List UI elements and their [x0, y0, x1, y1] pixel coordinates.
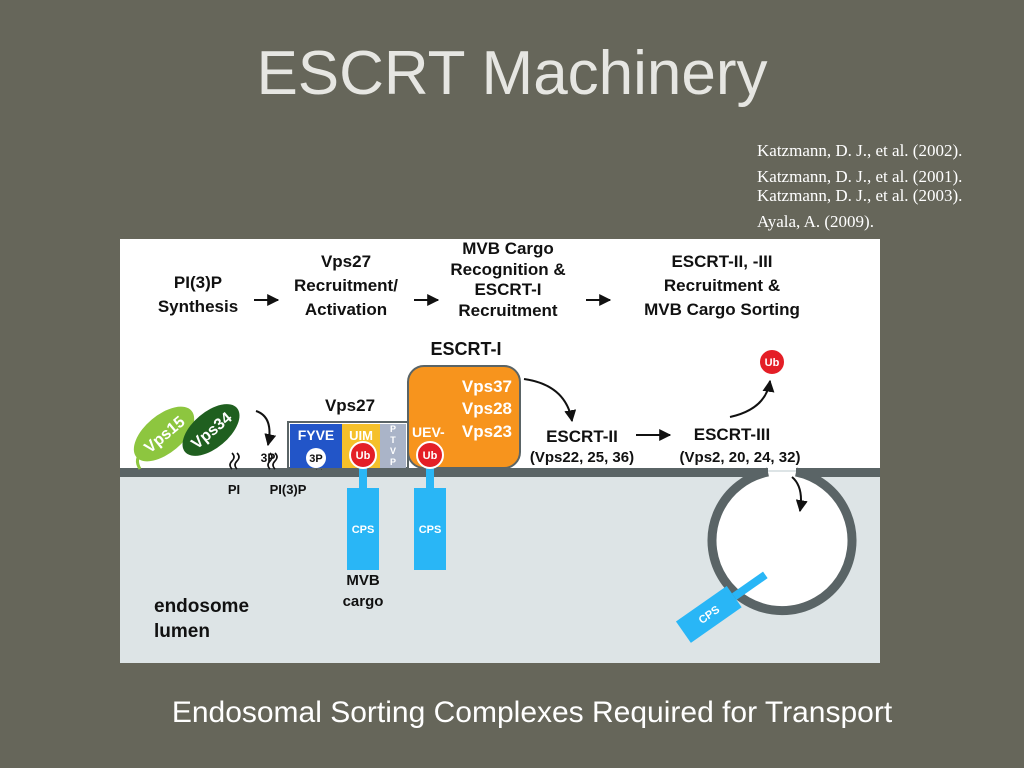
ub-release-arrow — [729, 379, 775, 418]
step3-line4: Recruitment — [458, 301, 558, 320]
step4-line3: MVB Cargo Sorting — [644, 300, 800, 319]
vps34-shape — [182, 404, 240, 456]
fyve-3p-label: 3P — [309, 453, 322, 465]
uim-label: UIM — [349, 428, 373, 443]
synthesis-arrow — [255, 410, 277, 447]
cps-2-label: CPS — [419, 524, 442, 536]
ub-escrt1-label: Ub — [423, 450, 438, 462]
slide-title: ESCRT Machinery — [256, 39, 768, 108]
svg-text:P: P — [390, 424, 396, 434]
ptvp-label: P T V P — [390, 424, 396, 467]
step1-line1: PI(3)P — [174, 273, 222, 292]
cargo1-stalk — [359, 468, 367, 488]
cps-1-label: CPS — [352, 524, 375, 536]
membrane-left — [120, 468, 768, 477]
reference-3: Katzmann, D. J., et al. (2003). — [757, 186, 963, 205]
step2-line1: Vps27 — [321, 252, 371, 271]
cps-vesicle: CPS — [675, 571, 768, 643]
step4-line2: Recruitment & — [664, 276, 780, 295]
reference-1: Katzmann, D. J., et al. (2002). — [757, 141, 963, 160]
step2-line3: Activation — [305, 300, 387, 319]
slide-subtitle: Endosomal Sorting Complexes Required for… — [171, 696, 893, 729]
fyve-pocket — [306, 448, 326, 468]
step1-line2: Synthesis — [158, 297, 238, 316]
endosome-label-line2: lumen — [154, 621, 210, 642]
step3-line2: Recognition & — [450, 260, 565, 279]
cargo2-stalk — [426, 468, 434, 488]
escrt2-title: ESCRT-II — [546, 427, 618, 446]
svg-text:T: T — [390, 435, 396, 445]
reference-2: Katzmann, D. J., et al. (2001). — [757, 167, 963, 186]
escrt2-subunits: (Vps22, 25, 36) — [530, 449, 634, 466]
escrt3-title: ESCRT-III — [694, 425, 771, 444]
svg-text:V: V — [390, 446, 396, 456]
three-p-label: 3P — [261, 451, 276, 465]
ub-escrt1 — [416, 441, 444, 469]
fyve-label: FYVE — [298, 427, 335, 443]
reference-4: Ayala, A. (2009). — [757, 212, 874, 231]
step3-line1: MVB Cargo — [462, 239, 554, 258]
vps27-title: Vps27 — [325, 396, 375, 415]
budding-arrow — [791, 476, 808, 513]
vps15-shape — [133, 406, 195, 462]
pi3p-label: PI(3)P — [270, 482, 307, 497]
svg-text:Vps37: Vps37 — [462, 377, 512, 396]
membrane-right — [796, 468, 880, 477]
escrt-diagram: PI(3)P Synthesis Vps27 Recruitment/ Acti… — [120, 239, 880, 663]
escrt3-subunits: (Vps2, 20, 24, 32) — [680, 449, 801, 466]
endosome-label-line1: endosome — [154, 596, 249, 617]
ub-released-label: Ub — [765, 357, 780, 369]
step2-line2: Recruitment/ — [294, 276, 398, 295]
escrt1-to-2-arrow — [523, 378, 577, 423]
mvb-cargo-line1: MVB — [346, 572, 380, 589]
pi-label: PI — [228, 482, 240, 497]
escrt1-subunits: Vps37 Vps28 Vps23 — [462, 377, 512, 441]
svg-text:Vps23: Vps23 — [462, 422, 512, 441]
uev-label: UEV- — [412, 424, 445, 440]
vesicle — [707, 467, 857, 616]
mvb-cargo-line2: cargo — [343, 593, 384, 610]
step4-line1: ESCRT-II, -III — [671, 252, 772, 271]
svg-text:Vps28: Vps28 — [462, 399, 512, 418]
ub-vps27 — [349, 441, 377, 469]
escrt1-title: ESCRT-I — [430, 339, 501, 359]
cps-2 — [414, 488, 446, 570]
ub-vps27-label: Ub — [356, 450, 371, 462]
ptvp-domain — [380, 424, 406, 468]
svg-text:P: P — [390, 457, 396, 467]
ub-released — [758, 348, 786, 376]
process-steps: PI(3)P Synthesis Vps27 Recruitment/ Acti… — [158, 239, 800, 320]
cps-1 — [347, 488, 379, 570]
step3-line3: ESCRT-I — [474, 280, 541, 299]
